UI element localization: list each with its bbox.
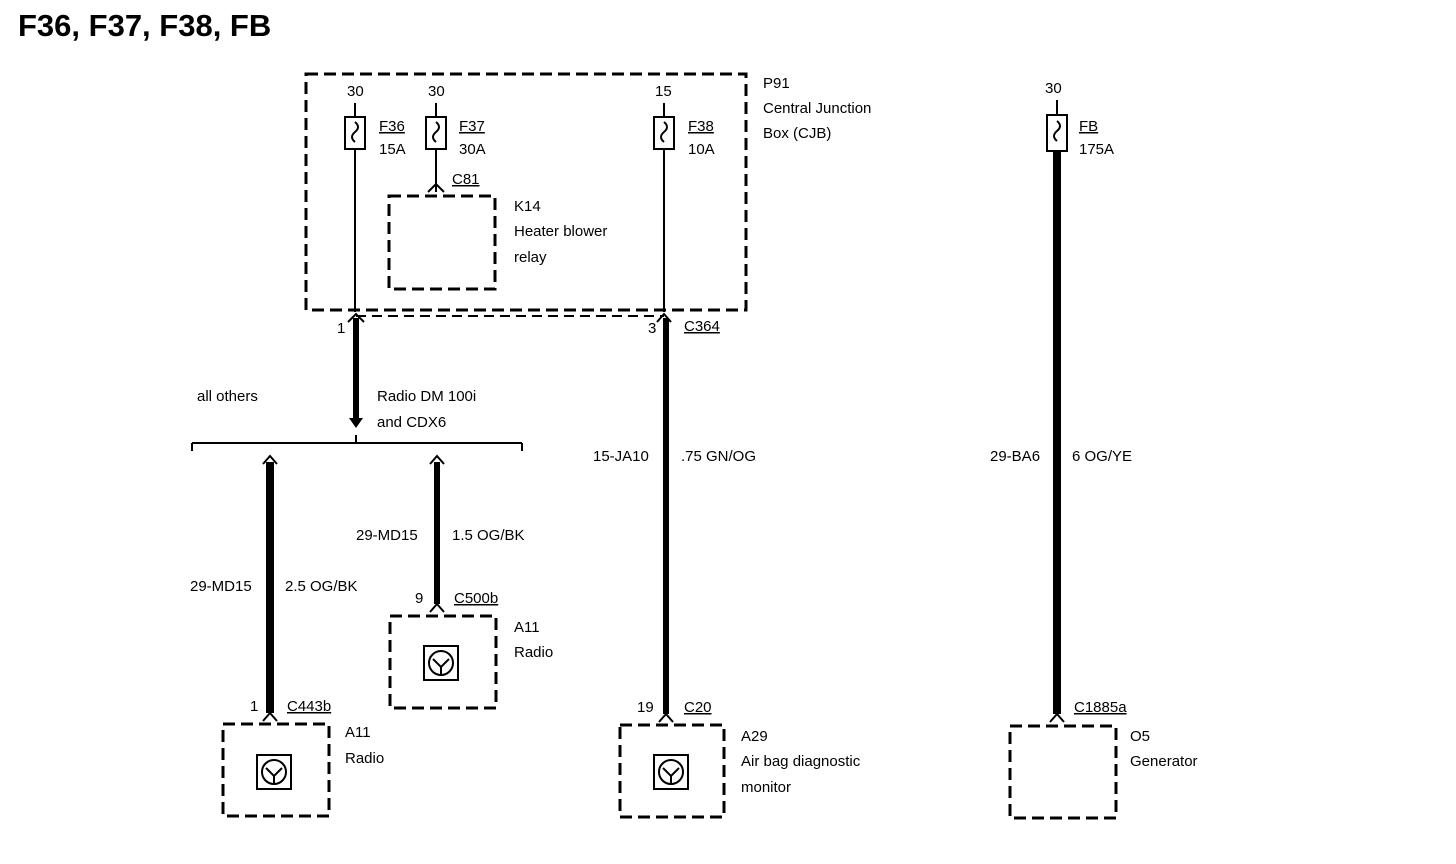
wire-generator-circuit: 29-BA6 xyxy=(990,448,1040,465)
wire-airbag-circuit: 15-JA10 xyxy=(593,448,649,465)
branch-label-right-line1: Radio DM 100i xyxy=(377,388,476,405)
relay-connector: C81 xyxy=(452,171,480,188)
radio-bottom-speaker-icon xyxy=(256,754,292,790)
branch-brace xyxy=(191,435,523,451)
wire-generator xyxy=(1049,151,1065,723)
wire-radio-right-circuit: 29-MD15 xyxy=(356,527,418,544)
wire-radio-right xyxy=(429,454,445,613)
radio-mid-name: Radio xyxy=(514,644,553,661)
fuse-f38-supply: 15 xyxy=(655,83,672,100)
wire-radio-left-spec: 2.5 OG/BK xyxy=(285,578,358,595)
relay-box xyxy=(387,194,497,291)
fuse-f38-name: F38 xyxy=(688,118,714,135)
fuse-f36-rating: 15A xyxy=(379,141,406,158)
heater-blower-relay: C81 K14 Heater blower relay xyxy=(387,171,607,291)
branch-label-all-others: all others xyxy=(197,388,258,405)
radio-bottom-name: Radio xyxy=(345,750,384,767)
cjb-name-line2: Box (CJB) xyxy=(763,125,831,142)
fuse-f38-rating: 10A xyxy=(688,141,715,158)
wire-radio-left-circuit: 29-MD15 xyxy=(190,578,252,595)
cjb-name-line1: Central Junction xyxy=(763,100,871,117)
radio-mid-ref: A11 xyxy=(514,619,540,636)
radio-bottom-box xyxy=(221,722,331,818)
wire-airbag xyxy=(656,312,674,723)
branch-label-right-line2: and CDX6 xyxy=(377,414,446,431)
diagram-title: F36, F37, F38, FB xyxy=(18,8,271,43)
fuse-f36-name: F36 xyxy=(379,118,405,135)
cjb-pin-right: 3 xyxy=(648,320,656,337)
generator-box xyxy=(1008,724,1118,820)
radio-mid-pin: 9 xyxy=(415,590,423,607)
wire-radio-left xyxy=(262,454,278,722)
radio-bottom-pin: 1 xyxy=(250,698,258,715)
radio-mid-connector: C500b xyxy=(454,590,498,607)
radio-bottom-ref: A11 xyxy=(345,724,371,741)
generator-ref: O5 xyxy=(1130,728,1150,745)
radio-mid-box xyxy=(388,614,498,710)
wire-f36-to-branch xyxy=(347,312,365,428)
airbag-name-line1: Air bag diagnostic xyxy=(741,753,861,770)
airbag-ref: A29 xyxy=(741,728,768,745)
airbag-name-line2: monitor xyxy=(741,779,791,796)
central-junction-box xyxy=(304,72,748,312)
generator-connector: C1885a xyxy=(1074,699,1127,716)
relay-name-line2: relay xyxy=(514,249,547,266)
fuse-f37-supply: 30 xyxy=(428,83,445,100)
fuse-fb-supply: 30 xyxy=(1045,80,1062,97)
radio-bottom-connector: C443b xyxy=(287,698,331,715)
fuse-f37-name: F37 xyxy=(459,118,485,135)
cjb-ref: P91 xyxy=(763,75,790,92)
fuse-fb: 30 FB 175A xyxy=(1045,80,1114,158)
fuse-f36: 30 F36 15A xyxy=(344,83,406,312)
cjb-connector-c364: C364 xyxy=(684,318,720,335)
generator-name: Generator xyxy=(1130,753,1198,770)
fuse-f37: 30 F37 30A xyxy=(425,83,486,192)
wire-generator-spec: 6 OG/YE xyxy=(1072,448,1132,465)
relay-name-line1: Heater blower xyxy=(514,223,607,240)
relay-ref: K14 xyxy=(514,198,541,215)
fuse-f37-rating: 30A xyxy=(459,141,486,158)
radio-mid-speaker-icon xyxy=(423,645,459,681)
fuse-f36-supply: 30 xyxy=(347,83,364,100)
fuse-fb-rating: 175A xyxy=(1079,141,1114,158)
airbag-speaker-icon xyxy=(653,754,689,790)
cjb-pin-left: 1 xyxy=(337,320,345,337)
wire-radio-right-spec: 1.5 OG/BK xyxy=(452,527,525,544)
fuse-fb-name: FB xyxy=(1079,118,1098,135)
airbag-connector: C20 xyxy=(684,699,712,716)
airbag-monitor-box xyxy=(618,723,726,819)
fuse-f38: 15 F38 10A xyxy=(653,83,715,312)
airbag-pin: 19 xyxy=(637,699,654,716)
wire-airbag-spec: .75 GN/OG xyxy=(681,448,756,465)
